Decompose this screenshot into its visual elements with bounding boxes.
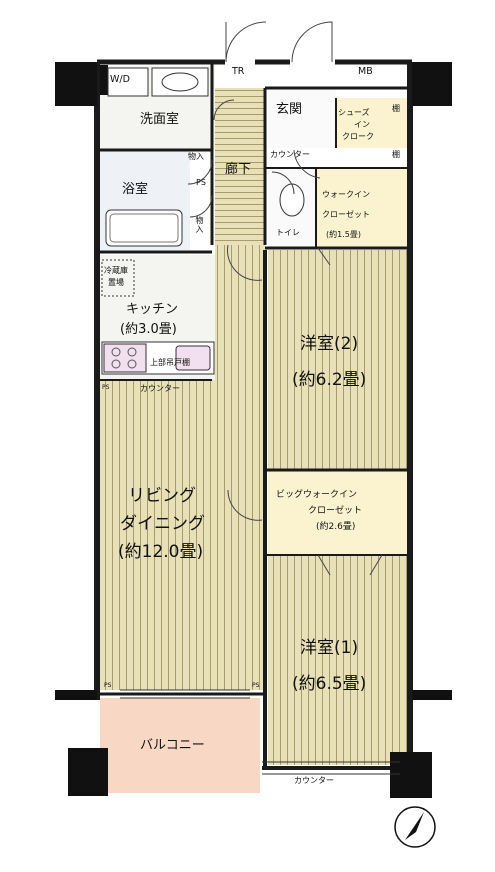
storage-b-label: 物入 <box>195 216 204 234</box>
bedroom1-floor <box>268 555 408 765</box>
balcony-window <box>120 689 400 775</box>
tr-label: TR <box>232 66 245 77</box>
living-label-1: リビング <box>128 486 196 506</box>
kitchen-label-1: キッチン <box>126 302 179 317</box>
hallway-floor <box>215 88 265 245</box>
counter-entrance-label: カウンター <box>270 150 310 159</box>
wic-label-2: クローゼット <box>322 210 370 219</box>
kitchen-floor-upper <box>215 245 265 380</box>
entrance-floor <box>268 88 336 148</box>
toilet-bowl <box>279 183 305 217</box>
wic-floor <box>316 168 408 248</box>
fridge-label-2: 置場 <box>108 278 124 287</box>
counter-balcony-label: カウンター <box>294 776 334 785</box>
bedroom2-label-1: 洋室(2) <box>300 334 359 354</box>
ps-left-label: PS <box>102 384 110 391</box>
toilet-label: トイレ <box>276 228 300 237</box>
shoe-closet-floor <box>336 98 408 148</box>
wd-label: W/D <box>110 74 130 85</box>
ps-bottom-left-label: PS <box>104 682 112 689</box>
mb-label: MB <box>358 66 373 77</box>
sink <box>175 345 211 371</box>
washbasin <box>151 67 209 97</box>
bwic-label-3: (約2.6畳) <box>316 522 356 532</box>
bwic-label-1: ビッグウォークイン <box>276 490 358 500</box>
upper-cabinet-label: 上部吊戸棚 <box>150 358 190 367</box>
fridge-label-1: 冷蔵庫 <box>104 266 128 275</box>
shoe-closet-label-2: イン <box>354 120 370 129</box>
north-arrow-icon <box>394 806 436 848</box>
living-label-3: (約12.0畳) <box>118 542 204 562</box>
door-swings <box>187 21 383 576</box>
fridge-space <box>101 259 135 297</box>
balcony-floor <box>100 698 260 793</box>
wic-label-3: (約1.5畳) <box>326 230 361 239</box>
structural-columns <box>55 62 452 798</box>
bedroom2-label-2: (約6.2畳) <box>292 370 367 390</box>
living-floor <box>100 380 265 690</box>
washer-dryer-space <box>107 67 149 97</box>
storage-a-label: 物入 <box>188 152 204 161</box>
balcony-label: バルコニー <box>140 738 205 753</box>
shoe-closet-label-1: シューズ <box>338 108 370 117</box>
hallway-label: 廊下 <box>225 162 252 177</box>
counter-kitchen-label: カウンター <box>140 384 180 393</box>
bwic-label-2: クローゼット <box>308 506 363 516</box>
bathtub <box>105 209 183 247</box>
kitchen-label-2: (約3.0畳) <box>120 322 177 337</box>
entrance-label: 玄関 <box>276 102 303 117</box>
stove <box>103 343 147 373</box>
ps-bottom-right-label: PS <box>252 682 260 689</box>
bedroom1-label-2: (約6.5畳) <box>292 674 367 694</box>
ps-label: PS <box>196 178 206 187</box>
shelf-b-label: 棚 <box>392 150 400 159</box>
shoe-closet-label-3: クローク <box>342 132 374 141</box>
living-label-2: ダイニング <box>120 514 205 534</box>
bwic-floor <box>268 470 408 555</box>
bedroom2-floor <box>268 250 408 470</box>
bathroom-label: 浴室 <box>122 182 149 197</box>
washroom-label: 洗面室 <box>140 112 180 127</box>
walls <box>94 59 413 770</box>
bedroom1-label-1: 洋室(1) <box>300 638 359 658</box>
shelf-a-label: 棚 <box>392 104 400 113</box>
wic-label-1: ウォークイン <box>322 190 370 199</box>
